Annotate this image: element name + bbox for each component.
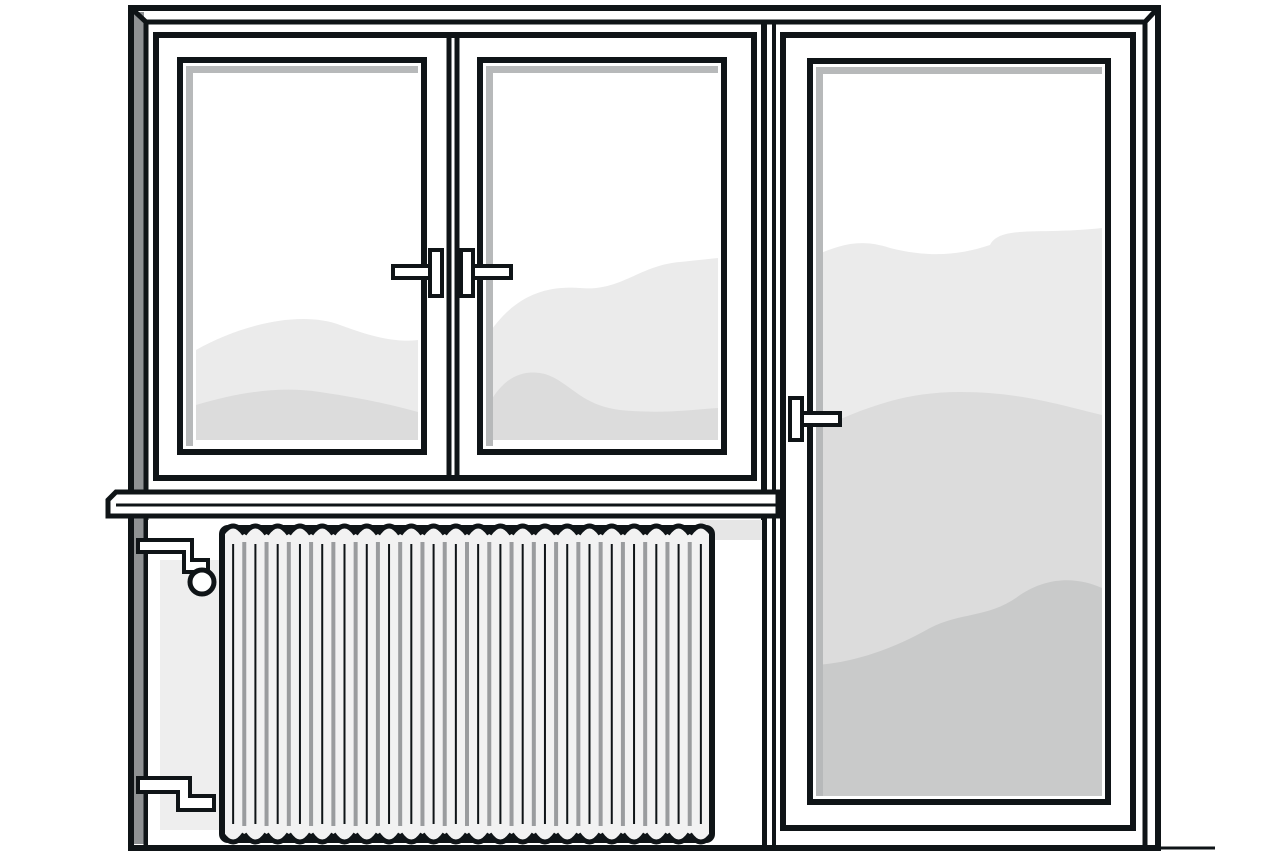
radiator-groove bbox=[465, 542, 469, 826]
radiator-section-top bbox=[353, 523, 380, 536]
radiator-pipe bbox=[136, 776, 216, 812]
radiator-section-bottom bbox=[576, 832, 603, 845]
radiator-groove bbox=[309, 542, 314, 826]
radiator-section-top bbox=[620, 523, 648, 536]
radiator-groove bbox=[687, 542, 692, 826]
balcony-door bbox=[780, 32, 1136, 831]
radiator-section-bottom bbox=[620, 832, 648, 845]
radiator-section-bottom bbox=[464, 832, 492, 845]
radiator-section-bottom bbox=[509, 832, 536, 845]
radiator-groove bbox=[509, 542, 514, 826]
radiator-groove bbox=[420, 542, 425, 826]
radiator-section-bottom bbox=[687, 832, 715, 845]
window-pane-left bbox=[177, 57, 427, 455]
radiator-groove bbox=[286, 542, 291, 826]
radiator-section-top bbox=[219, 523, 247, 536]
radiator-groove bbox=[331, 542, 336, 826]
radiator-section-bottom bbox=[598, 832, 625, 845]
radiator-groove bbox=[375, 542, 380, 826]
radiator-section-top bbox=[464, 523, 492, 536]
radiator-section-top bbox=[487, 523, 514, 536]
door-handle-icon bbox=[788, 396, 842, 442]
radiator-section-bottom bbox=[242, 832, 269, 845]
radiator-section-bottom bbox=[487, 832, 514, 845]
radiator-section-top bbox=[598, 523, 625, 536]
radiator-section-top bbox=[331, 523, 358, 536]
radiator-section-top bbox=[554, 523, 581, 536]
radiator-section-bottom bbox=[353, 832, 380, 845]
radiator-groove bbox=[620, 542, 625, 826]
radiator-section-top bbox=[309, 523, 336, 536]
radiator-section-top bbox=[375, 523, 403, 536]
radiator-groove bbox=[598, 542, 603, 826]
window-pane-right bbox=[477, 57, 727, 455]
radiator-section-top bbox=[442, 523, 470, 536]
radiator-groove bbox=[643, 542, 648, 826]
radiator-valve-icon bbox=[136, 538, 217, 597]
radiator-section-bottom bbox=[643, 832, 670, 845]
radiator-section-bottom bbox=[375, 832, 403, 845]
radiator-section-top bbox=[665, 523, 692, 536]
radiator-section-top bbox=[264, 523, 291, 536]
door-glass bbox=[807, 58, 1111, 805]
radiator-section-bottom bbox=[531, 832, 559, 845]
radiator-groove bbox=[665, 542, 670, 826]
radiator-section-bottom bbox=[309, 832, 336, 845]
radiator-groove bbox=[576, 542, 581, 826]
radiator-groove bbox=[264, 542, 269, 826]
radiator-groove bbox=[554, 542, 559, 826]
radiator-section-top bbox=[242, 523, 269, 536]
radiator-groove bbox=[531, 542, 536, 826]
window-sill bbox=[105, 489, 781, 519]
radiator-section-top bbox=[576, 523, 603, 536]
radiator-section-bottom bbox=[398, 832, 425, 845]
window bbox=[153, 32, 757, 481]
radiator-section-top bbox=[687, 523, 715, 536]
radiator-groove bbox=[442, 542, 447, 826]
radiator-section-bottom bbox=[665, 832, 692, 845]
radiator-section-bottom bbox=[442, 832, 470, 845]
radiator-groove bbox=[487, 542, 492, 826]
radiator-section-bottom bbox=[420, 832, 447, 845]
radiator-groove bbox=[398, 542, 403, 826]
radiator-section-bottom bbox=[286, 832, 314, 845]
radiator-section-top bbox=[509, 523, 536, 536]
radiator bbox=[219, 523, 715, 845]
window-handle-icon bbox=[391, 248, 444, 298]
radiator-section-top bbox=[286, 523, 314, 536]
radiator-section-top bbox=[531, 523, 559, 536]
radiator-section-bottom bbox=[331, 832, 358, 845]
radiator-section-top bbox=[420, 523, 447, 536]
radiator-section-bottom bbox=[554, 832, 581, 845]
radiator-section-top bbox=[643, 523, 670, 536]
radiator-groove bbox=[353, 542, 358, 826]
radiator-section-bottom bbox=[264, 832, 291, 845]
radiator-section-bottom bbox=[219, 832, 247, 845]
window-handle-icon bbox=[459, 248, 513, 298]
radiator-groove bbox=[242, 542, 247, 826]
radiator-section-top bbox=[398, 523, 425, 536]
